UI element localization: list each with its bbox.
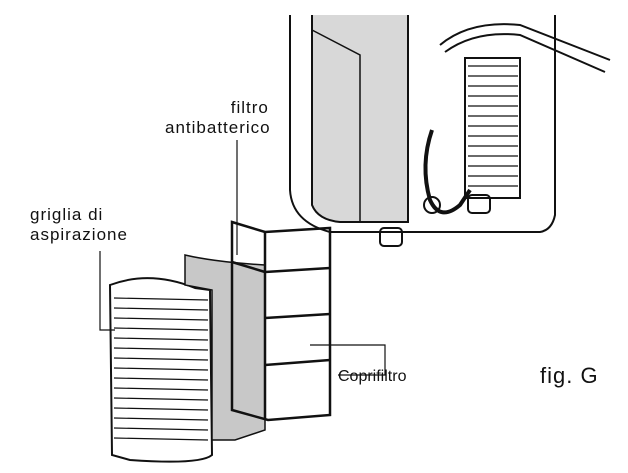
grille-label: griglia di aspirazione — [30, 205, 128, 245]
grille-label-line1: griglia di — [30, 205, 104, 224]
cover-label: Coprifiltro — [338, 368, 407, 385]
filter-label-line1: filtro — [230, 98, 269, 117]
air-conditioner-unit — [289, 15, 611, 247]
filter-cover — [230, 220, 332, 422]
grille-label-line2: aspirazione — [30, 225, 128, 244]
figure-label: fig. G — [540, 363, 599, 388]
filter-label-line2: antibatterico — [165, 118, 271, 137]
antibacterial-filter — [184, 254, 266, 441]
leader-lines — [99, 140, 386, 376]
filter-label: filtro antibatterico — [165, 98, 271, 138]
intake-grille — [108, 277, 214, 463]
